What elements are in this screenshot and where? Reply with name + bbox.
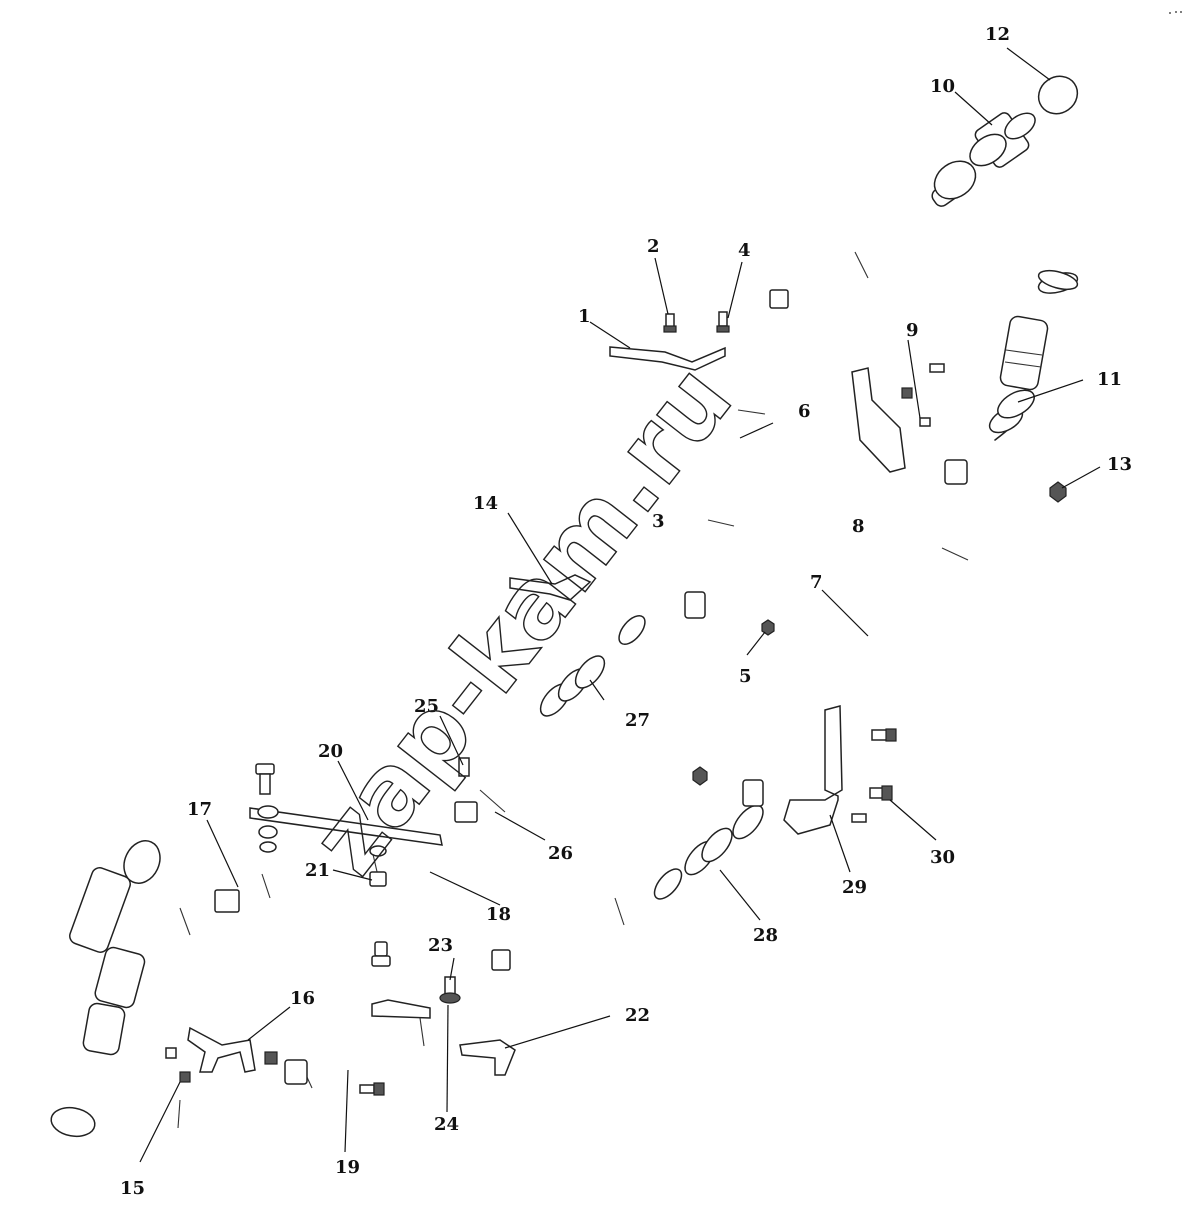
callout-14: 14 [473,493,498,514]
left-end-hoses [50,840,161,1138]
callout-13: 13 [1107,454,1132,475]
callout-6: 6 [798,401,811,422]
callout-9: 9 [906,320,919,341]
lower-pipe-end-hose [988,272,1079,441]
callout-1: 1 [578,306,591,327]
upper-pipe-joints [214,289,789,913]
watermark: zap-kam.ru [289,344,754,895]
callout-19: 19 [335,1157,360,1178]
callout-24: 24 [434,1114,459,1135]
watermark-text: zap-kam.ru [290,344,754,894]
callout-10: 10 [930,76,955,97]
callout-4: 4 [738,240,751,261]
upper-pipe-end-hose [931,75,1079,207]
callout-7: 7 [810,572,823,593]
callout-12: 12 [985,24,1010,45]
callout-22: 22 [625,1005,650,1026]
callout-15: 15 [120,1178,145,1199]
lower-pipe [57,426,1009,1130]
upper-pipe [86,181,949,979]
callout-11: 11 [1097,369,1122,390]
callout-29: 29 [842,877,867,898]
callout-labels: 1 2 3 4 5 6 7 8 9 10 11 12 13 14 15 16 1… [120,24,1132,1199]
callout-25: 25 [414,696,439,717]
callout-17: 17 [187,799,212,820]
small-parts [165,269,1079,1096]
callout-5: 5 [739,666,752,687]
callout-30: 30 [930,847,955,868]
leader-lines [139,47,1101,1163]
callout-27: 27 [625,710,650,731]
callout-3: 3 [652,511,665,532]
callout-28: 28 [753,925,778,946]
corner-marks [1169,11,1182,14]
lower-pipe-joints [284,459,968,1085]
callout-20: 20 [318,741,343,762]
callout-16: 16 [290,988,315,1009]
callout-23: 23 [428,935,453,956]
callout-2: 2 [647,236,660,257]
callout-26: 26 [548,843,573,864]
callout-21: 21 [305,860,330,881]
callout-18: 18 [486,904,511,925]
callout-8: 8 [852,516,865,537]
